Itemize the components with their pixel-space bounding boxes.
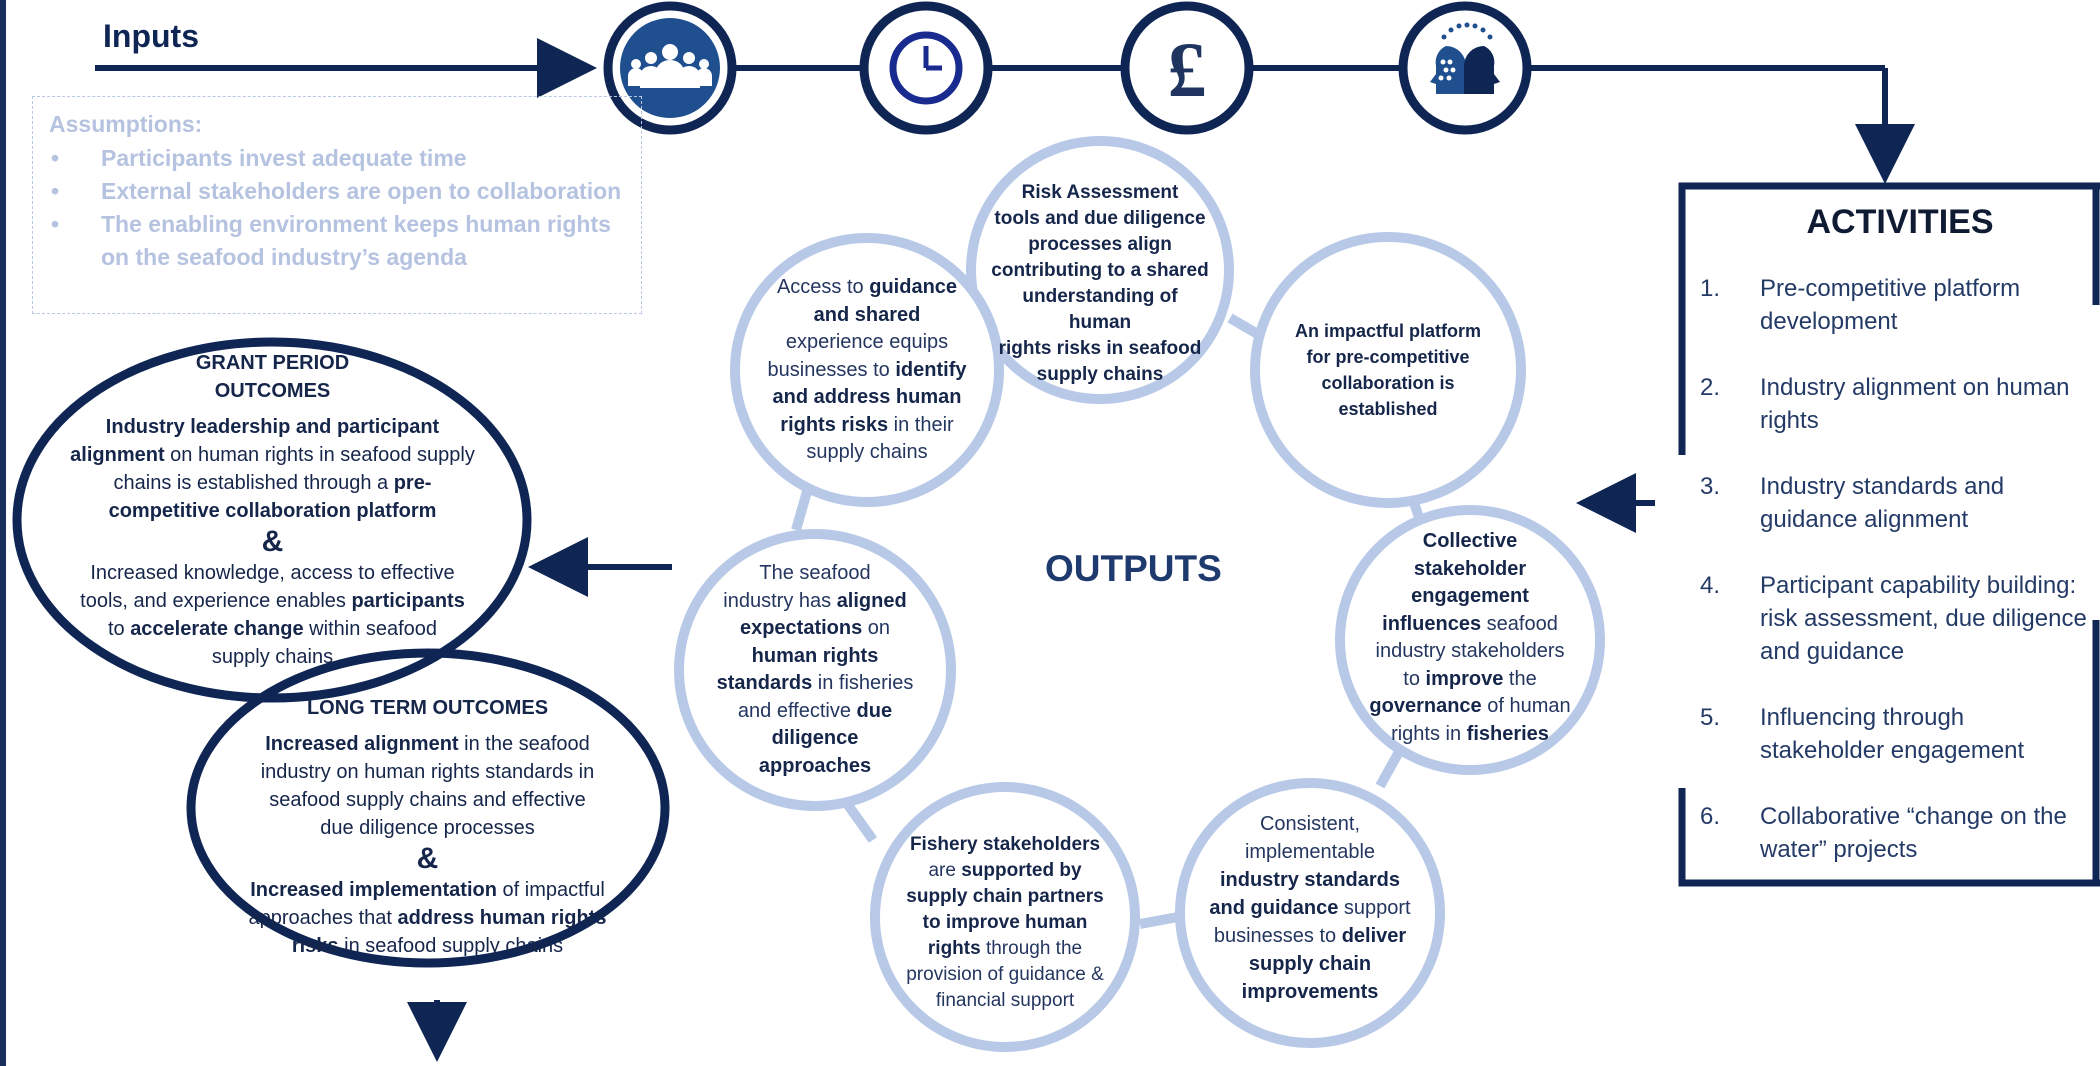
activity-item: 5.Influencing through stakeholder engage… — [1700, 704, 2025, 764]
pound-sign-icon: £ — [1120, 1, 1254, 135]
output-bubble-fishery — [870, 782, 1140, 1052]
people-group-icon — [603, 1, 737, 135]
activities-list: 1.Pre-competitive platform development 2… — [1700, 272, 2090, 866]
assumption-item: External stakeholders are open to collab… — [49, 175, 625, 208]
outputs-title: OUTPUTS — [1045, 548, 1222, 589]
output-bubble-seafood — [674, 529, 956, 811]
output-bubble-platform — [1250, 232, 1526, 508]
activities-box-border — [1678, 182, 2100, 887]
assumptions-title: Assumptions: — [49, 111, 203, 137]
assumptions-list: Participants invest adequate time Extern… — [49, 142, 625, 274]
activity-item: 4.Participant capability building: risk … — [1700, 572, 2087, 665]
activities-title: ACTIVITIES — [1806, 203, 1994, 241]
clock-icon — [859, 1, 993, 135]
inputs-label: Inputs — [103, 18, 199, 54]
long-term-outcomes-amp: & — [416, 842, 439, 875]
output-bubbles — [674, 136, 1605, 1052]
assumptions-box: Assumptions: Participants invest adequat… — [32, 96, 642, 314]
grant-outcomes-text2: Increased knowledge, access to effective… — [80, 562, 465, 668]
output-bubble-access — [730, 233, 1004, 507]
assumption-item: The enabling environment keeps human rig… — [49, 208, 625, 274]
activity-item: 3.Industry standards and guidance alignm… — [1700, 473, 2005, 533]
output-bubble-collective — [1335, 505, 1605, 775]
grant-outcomes-amp: & — [261, 525, 284, 558]
long-term-outcomes-title: LONG TERM OUTCOMES — [306, 697, 549, 719]
output-bubble-consistent — [1175, 778, 1445, 1048]
heads-collaboration-icon — [1398, 1, 1532, 135]
svg-text:£: £ — [1168, 26, 1207, 113]
output-bubble-risk — [966, 136, 1234, 404]
long-term-outcomes-text: LONG TERM OUTCOMES Increased alignment i… — [215, 694, 640, 960]
assumption-item: Participants invest adequate time — [49, 142, 625, 175]
left-edge-bar — [0, 0, 6, 1066]
activity-item: 2.Industry alignment on human rights — [1700, 374, 2070, 434]
activity-item: 6.Collaborative “change on the water” pr… — [1700, 803, 2067, 863]
grant-period-outcomes-oval — [12, 337, 532, 703]
long-term-outcomes-oval — [186, 648, 670, 968]
activity-item: 1.Pre-competitive platform development — [1700, 275, 2021, 335]
